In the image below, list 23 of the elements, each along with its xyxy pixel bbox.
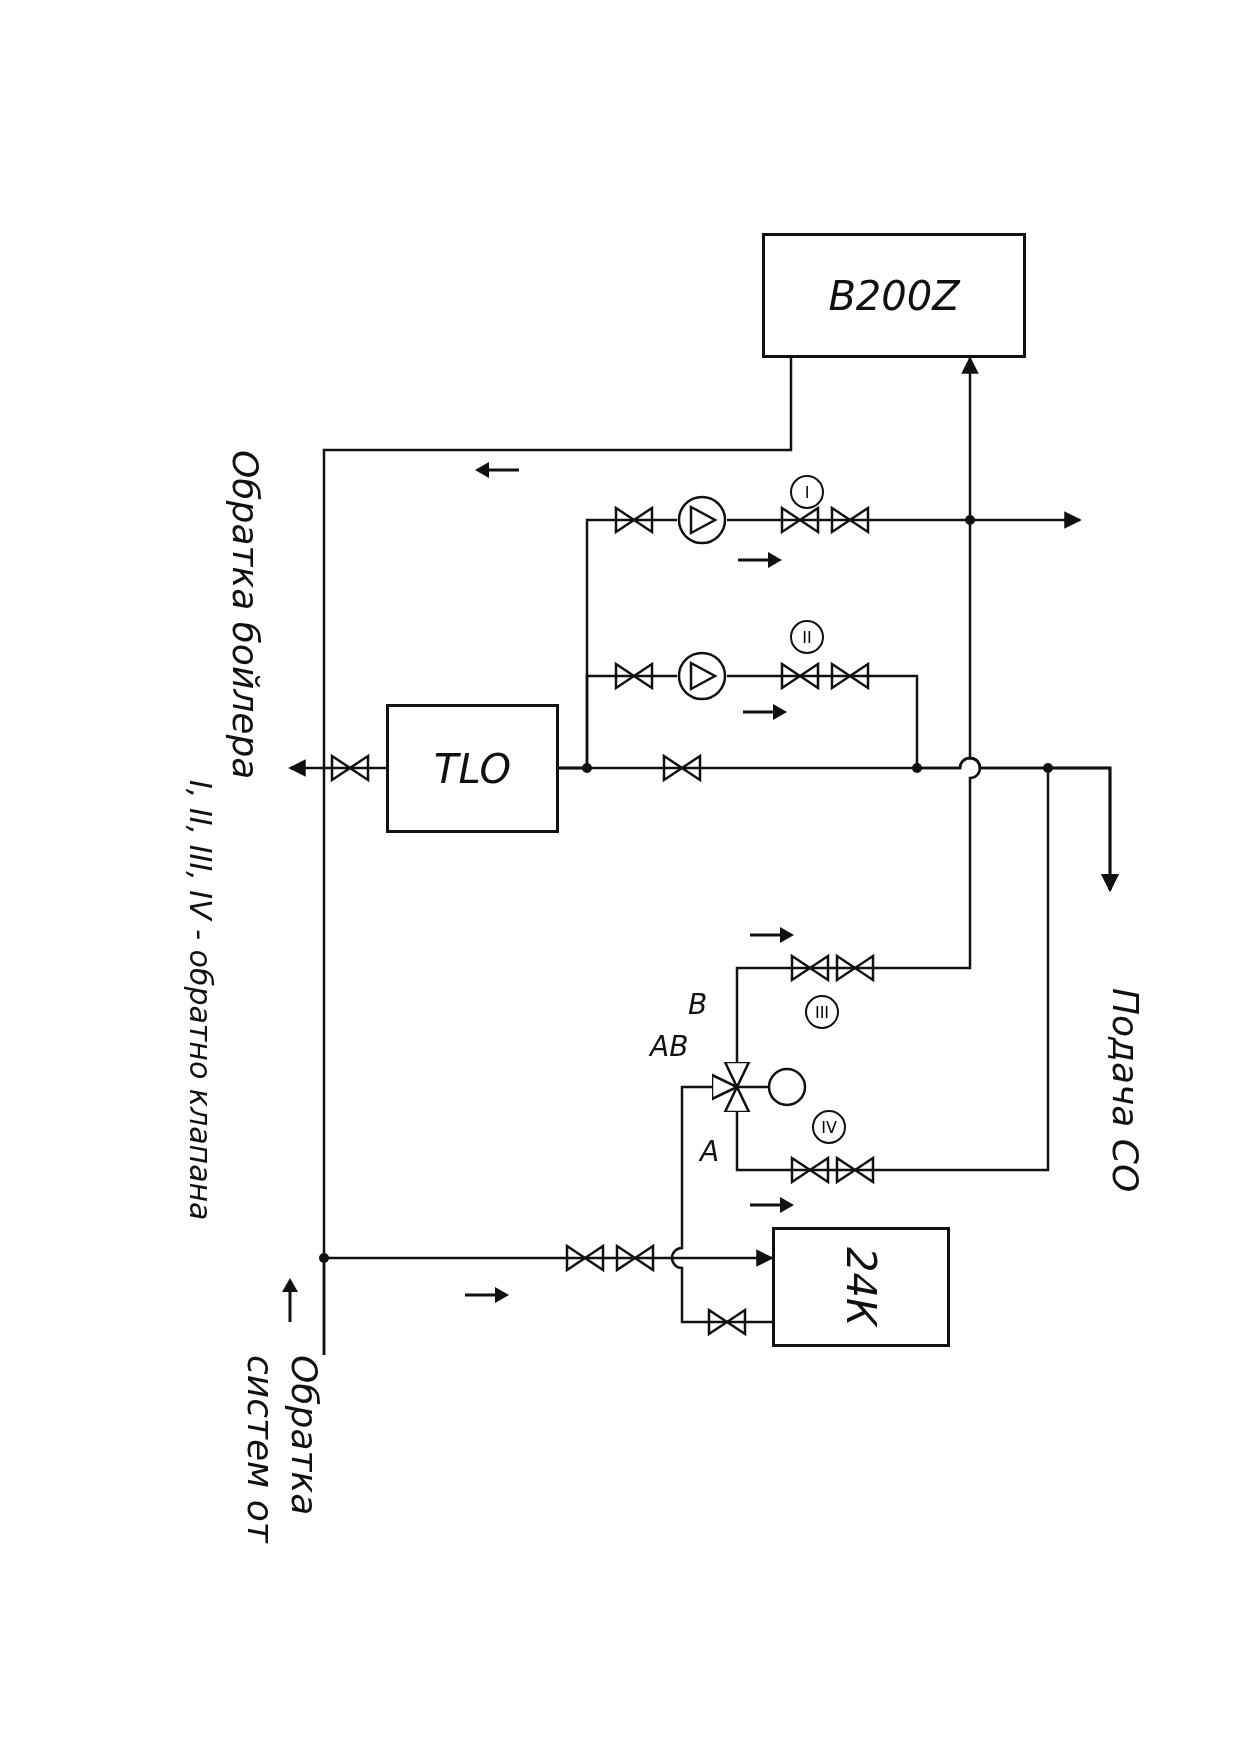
pump-symbol (677, 651, 727, 701)
pipe-line (670, 1085, 772, 1324)
check-valve-number: II (790, 620, 824, 654)
equipment-box: 24К (772, 1227, 950, 1347)
port-label: А (700, 1135, 720, 1168)
pipe-line (735, 356, 981, 1062)
pipe-line (288, 358, 793, 777)
check-valve-number: III (805, 995, 839, 1029)
equipment-box: B200Z (762, 233, 1026, 358)
check-valve-number: I (790, 475, 824, 509)
note-text: I, II, III, IV - обратно клапана (182, 780, 219, 1223)
check-valve-number: IV (812, 1110, 846, 1144)
pipe-line (727, 511, 1082, 529)
flow-label: Обратка бойлера (200, 450, 290, 780)
port-label: В (688, 988, 708, 1021)
pump-symbol (677, 495, 727, 545)
pipe-line (322, 766, 386, 1355)
flow-label: Обратка систем от (234, 1355, 330, 1615)
port-label: АВ (650, 1030, 689, 1063)
three-way-valve (712, 1062, 808, 1112)
flow-label: Подача СО (1080, 890, 1170, 1290)
equipment-box: TLO (386, 704, 559, 833)
pipe-line (735, 766, 1119, 1172)
